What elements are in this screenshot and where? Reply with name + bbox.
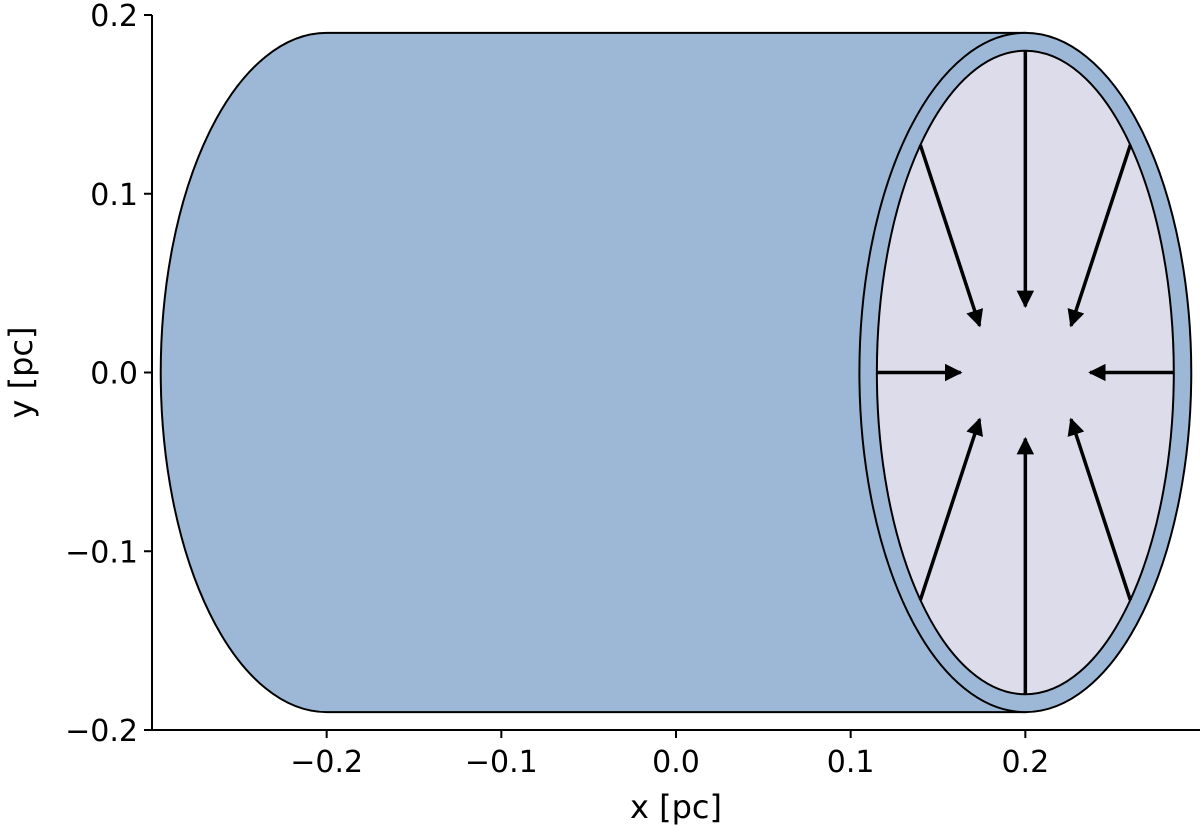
cylinder-group	[159, 31, 1193, 714]
x-tick-label: 0.0	[652, 745, 700, 780]
inflow-arrows	[876, 50, 1174, 695]
y-axis-label: y [pc]	[2, 327, 40, 419]
y-tick-label: 0.0	[90, 357, 138, 392]
y-tick-label: 0.2	[90, 0, 138, 34]
x-tick-label: 0.2	[1001, 745, 1049, 780]
cylinder-body	[159, 31, 1027, 714]
x-axis-label: x [pc]	[630, 788, 722, 826]
y-tick-label: −0.2	[65, 714, 138, 749]
inflow-arrow	[918, 417, 984, 601]
y-tick-label: 0.1	[90, 178, 138, 213]
x-ticks: −0.2 −0.1 0.0 0.1 0.2	[290, 730, 1049, 780]
x-tick-label: −0.2	[290, 745, 363, 780]
y-ticks: −0.2 −0.1 0.0 0.1 0.2	[65, 0, 152, 749]
y-tick-label: −0.1	[65, 535, 138, 570]
x-tick-label: −0.1	[465, 745, 538, 780]
inflow-arrow	[918, 144, 984, 328]
x-tick-label: 0.1	[827, 745, 875, 780]
inflow-arrow	[1067, 417, 1132, 601]
inflow-arrow	[1067, 144, 1132, 328]
